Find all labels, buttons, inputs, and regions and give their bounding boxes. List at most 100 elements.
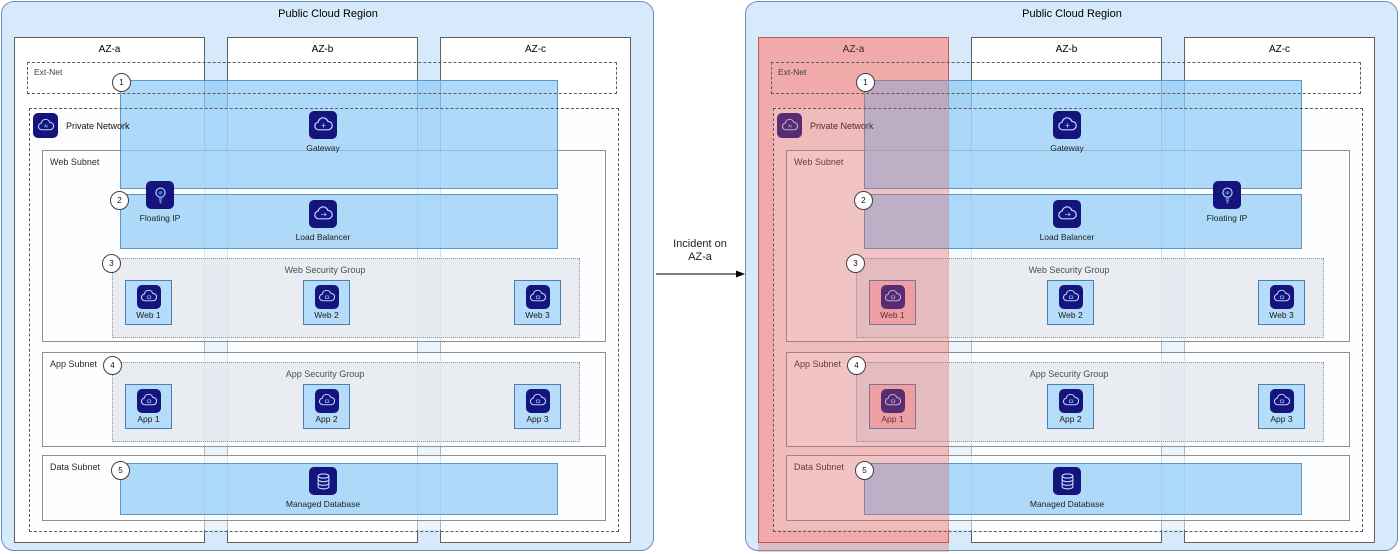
incident-label-line1: Incident on: [673, 238, 727, 250]
managed-database: Managed Database: [1007, 467, 1127, 509]
step-badge-1: 1: [112, 73, 131, 92]
load-balancer-icon: [1053, 200, 1081, 228]
app-subnet-label: App Subnet: [50, 359, 98, 369]
incident-overlay: [758, 37, 949, 552]
web-server-icon: [880, 285, 905, 309]
node-label: Web 2: [314, 310, 339, 320]
az-label-c: AZ-c: [1268, 44, 1291, 55]
app-server-icon: [136, 389, 161, 413]
right-arrow-icon: [656, 270, 745, 278]
load-balancer-label: Load Balancer: [1039, 232, 1095, 242]
gateway: Gateway: [1027, 111, 1107, 153]
load-balancer-band: [120, 194, 558, 249]
diagram-before-incident: Public Cloud Region AZ-a AZ-b AZ-c Web S…: [1, 1, 655, 552]
gateway-icon: [1053, 111, 1081, 139]
managed-database-icon: [1053, 467, 1081, 495]
node-app-2: App 2: [303, 384, 350, 429]
region-title: Public Cloud Region: [278, 8, 378, 20]
managed-database-icon: [309, 467, 337, 495]
floating-ip-icon: IP: [1213, 181, 1241, 209]
load-balancer-label: Load Balancer: [295, 232, 351, 242]
node-label: App 2: [1059, 414, 1082, 424]
az-label-a: AZ-a: [98, 44, 121, 55]
node-label: App 1: [137, 414, 160, 424]
node-app-2: App 2: [1047, 384, 1094, 429]
node-app-1: App 1: [869, 384, 916, 429]
node-label: Web 3: [1269, 310, 1294, 320]
managed-database-label: Managed Database: [285, 499, 361, 509]
database-band: [120, 463, 558, 515]
gateway-band: [864, 80, 1302, 189]
web-server-icon: [1058, 285, 1083, 309]
web-subnet-label: Web Subnet: [50, 157, 100, 167]
web-security-group-label: Web Security Group: [1028, 265, 1110, 275]
step-badge-3: 3: [102, 254, 121, 273]
app-subnet-label: App Subnet: [794, 359, 842, 369]
web-security-group-label: Web Security Group: [284, 265, 366, 275]
step-badge-5: 5: [111, 461, 130, 480]
gateway-label: Gateway: [1050, 143, 1084, 153]
private-network-icon: N: [33, 113, 58, 138]
ext-net-label: Ext-Net: [778, 67, 807, 77]
web-server-icon: [314, 285, 339, 309]
gateway-icon: [309, 111, 337, 139]
incident-label-line2: AZ-a: [688, 251, 712, 264]
private-network-header: N Private Network: [33, 113, 130, 138]
step-badge-2: 2: [854, 191, 873, 210]
step-badge-4: 4: [103, 356, 122, 375]
svg-text:N: N: [788, 123, 791, 128]
node-label: App 1: [881, 414, 904, 424]
app-server-icon: [1269, 389, 1294, 413]
incident-annotation: Incident on AZ-a: [652, 238, 748, 286]
ext-net-box: Ext-Net: [27, 62, 617, 94]
node-label: Web 1: [880, 310, 905, 320]
web-server-icon: [525, 285, 550, 309]
web-subnet-label: Web Subnet: [794, 157, 844, 167]
floating-ip-label: Floating IP: [139, 213, 181, 223]
floating-ip-label: Floating IP: [1206, 213, 1248, 223]
step-badge-3: 3: [846, 254, 865, 273]
region-title: Public Cloud Region: [1022, 8, 1122, 20]
app-security-group-label: App Security Group: [1029, 369, 1109, 379]
web-server-icon: [1269, 285, 1294, 309]
gateway-label: Gateway: [306, 143, 340, 153]
az-label-b: AZ-b: [1055, 44, 1078, 55]
floating-ip: IP Floating IP: [1201, 181, 1253, 223]
load-balancer-icon: [309, 200, 337, 228]
floating-ip: IP Floating IP: [134, 181, 186, 223]
node-label: Web 3: [525, 310, 550, 320]
gateway: Gateway: [283, 111, 363, 153]
node-web-2: Web 2: [1047, 280, 1094, 325]
data-subnet-label: Data Subnet: [50, 462, 101, 472]
svg-text:N: N: [44, 123, 47, 128]
managed-database: Managed Database: [263, 467, 383, 509]
az-label-a: AZ-a: [842, 44, 865, 55]
load-balancer: Load Balancer: [283, 200, 363, 242]
az-label-b: AZ-b: [311, 44, 334, 55]
az-label-c: AZ-c: [524, 44, 547, 55]
node-label: Web 1: [136, 310, 161, 320]
node-app-3: App 3: [1258, 384, 1305, 429]
node-web-3: Web 3: [1258, 280, 1305, 325]
step-badge-4: 4: [847, 356, 866, 375]
private-network-dashed-border: [29, 108, 619, 532]
gateway-band: [120, 80, 558, 189]
node-web-2: Web 2: [303, 280, 350, 325]
app-security-group-label: App Security Group: [285, 369, 365, 379]
web-server-icon: [136, 285, 161, 309]
node-web-3: Web 3: [514, 280, 561, 325]
node-web-1: Web 1: [869, 280, 916, 325]
step-badge-2: 2: [110, 191, 129, 210]
private-network-dashed-border: [773, 108, 1363, 532]
node-label: Web 2: [1058, 310, 1083, 320]
node-app-1: App 1: [125, 384, 172, 429]
load-balancer: Load Balancer: [1027, 200, 1107, 242]
node-label: App 3: [1270, 414, 1293, 424]
private-network-header: N Private Network: [777, 113, 874, 138]
node-app-3: App 3: [514, 384, 561, 429]
ext-net-box: Ext-Net: [771, 62, 1361, 94]
private-network-label: Private Network: [66, 120, 130, 131]
private-network-label: Private Network: [810, 120, 874, 131]
node-label: App 3: [526, 414, 549, 424]
private-network-icon: N: [777, 113, 802, 138]
